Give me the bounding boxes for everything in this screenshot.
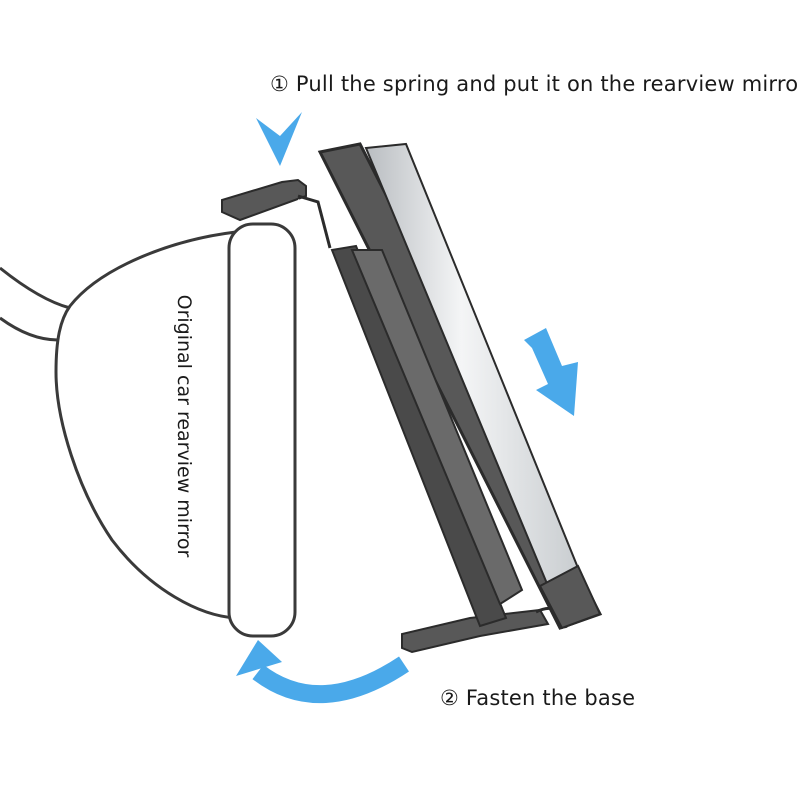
top-spring-hook: [221, 178, 332, 253]
phone-bracket: [317, 142, 603, 630]
mirror-label: Original car rearview mirror: [173, 294, 195, 558]
curved-arrow-icon: [236, 640, 409, 704]
mirror-stem: [0, 266, 71, 342]
step-2-caption: ② Fasten the base: [440, 686, 635, 710]
step-2-text: Fasten the base: [465, 686, 636, 710]
mirror-housing: [54, 230, 238, 620]
slide-arrow-icon: [524, 328, 578, 416]
mirror-face: [227, 222, 297, 638]
step-1-caption: ① Pull the spring and put it on the rear…: [270, 72, 800, 96]
step-2-number: ②: [440, 686, 460, 710]
step-1-text: Pull the spring and put it on the rearvi…: [295, 72, 800, 96]
step-1-number: ①: [270, 72, 290, 96]
down-arrow-icon: [256, 112, 302, 166]
